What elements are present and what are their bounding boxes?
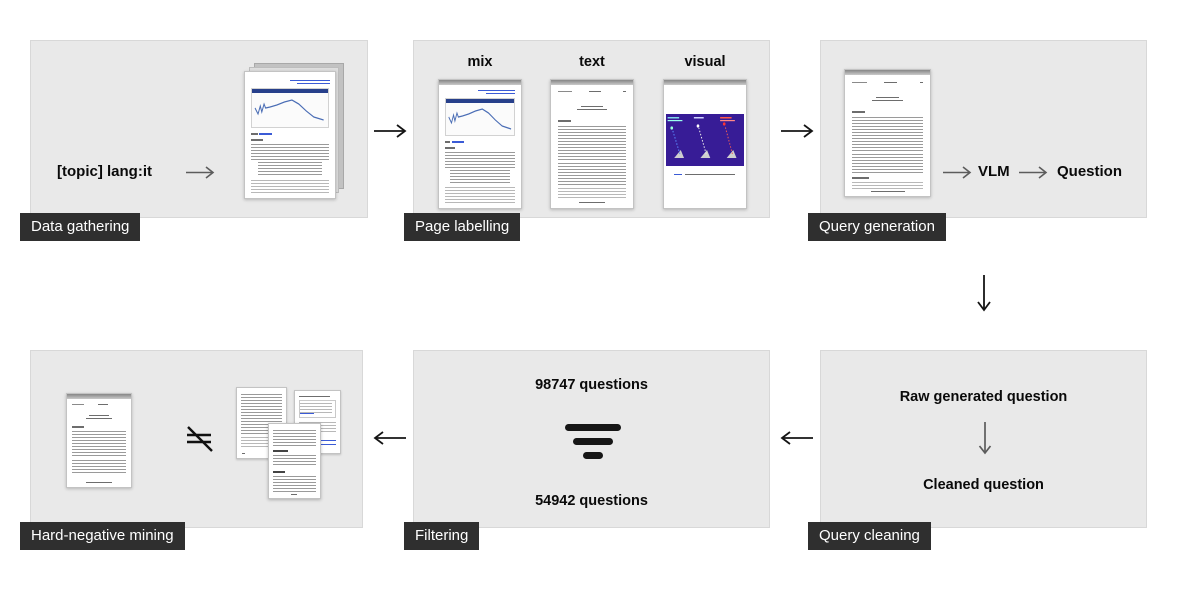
- arrow-down-icon: [976, 421, 994, 455]
- doc-top-bar: [664, 80, 746, 85]
- search-query-text: [topic] lang:it: [57, 163, 152, 180]
- doc-top-bar: [845, 70, 930, 75]
- category-label-text: text: [579, 54, 605, 70]
- arrow-left-icon: [373, 429, 407, 447]
- cleaned-question-label: Cleaned question: [923, 477, 1044, 493]
- doc-header-link: [297, 83, 330, 84]
- question-label: Question: [1057, 163, 1123, 180]
- after-count-label: 54942 questions: [535, 493, 648, 509]
- document-stack: [244, 63, 346, 203]
- panel-label-hard-negative-mining: Hard-negative mining: [20, 522, 185, 550]
- document-thumbnail-query-page-small: [66, 393, 132, 488]
- category-label-visual: visual: [684, 54, 726, 70]
- not-equal-icon: [181, 423, 217, 457]
- doc-line-chart: [251, 88, 329, 128]
- panel-label-page-labelling: Page labelling: [404, 213, 521, 241]
- panel-label-query-cleaning: Query cleaning: [808, 522, 931, 550]
- arrow-right-icon: [373, 122, 407, 140]
- panel-label-data-gathering: Data gathering: [20, 213, 141, 241]
- panel-label-filtering: Filtering: [404, 522, 480, 550]
- doc-line-chart: [444, 98, 516, 136]
- document-thumbnail-visual: [663, 79, 747, 209]
- panel-filtering: 98747 questions 54942 questions: [413, 350, 770, 528]
- doc-figure-image: [665, 114, 745, 166]
- arrow-left-icon: [780, 429, 814, 447]
- document-thumbnail-mix: [438, 79, 522, 209]
- arrow-right-icon: [780, 122, 814, 140]
- raw-question-label: Raw generated question: [899, 389, 1068, 405]
- document-thumbnail-text: [550, 79, 634, 209]
- panel-data-gathering: [topic] lang:it: [30, 40, 368, 218]
- doc-header-link: [290, 80, 330, 81]
- panel-query-generation: VLM Question: [820, 40, 1147, 218]
- document-thumbnail-candidate: [268, 423, 321, 499]
- vlm-label: VLM: [978, 163, 1010, 180]
- before-count-label: 98747 questions: [535, 377, 648, 393]
- doc-top-bar: [439, 80, 521, 85]
- panel-page-labelling: mix text visual: [413, 40, 770, 218]
- document-thumbnail-query-page: [844, 69, 931, 197]
- arrow-down-icon: [975, 274, 993, 312]
- arrow-right-icon: [1018, 164, 1048, 181]
- panel-label-query-generation: Query generation: [808, 213, 946, 241]
- panel-query-cleaning: Raw generated question Cleaned question: [820, 350, 1147, 528]
- chart-title-bar: [445, 99, 515, 103]
- arrow-right-icon: [942, 164, 972, 181]
- doc-top-bar: [551, 80, 633, 85]
- doc-top-bar: [67, 394, 131, 399]
- panel-hard-negative-mining: [30, 350, 363, 528]
- document-thumbnail-mix-page: [244, 71, 336, 199]
- arrow-right-icon: [185, 164, 215, 181]
- chart-title-bar: [252, 89, 328, 93]
- category-label-mix: mix: [467, 54, 493, 70]
